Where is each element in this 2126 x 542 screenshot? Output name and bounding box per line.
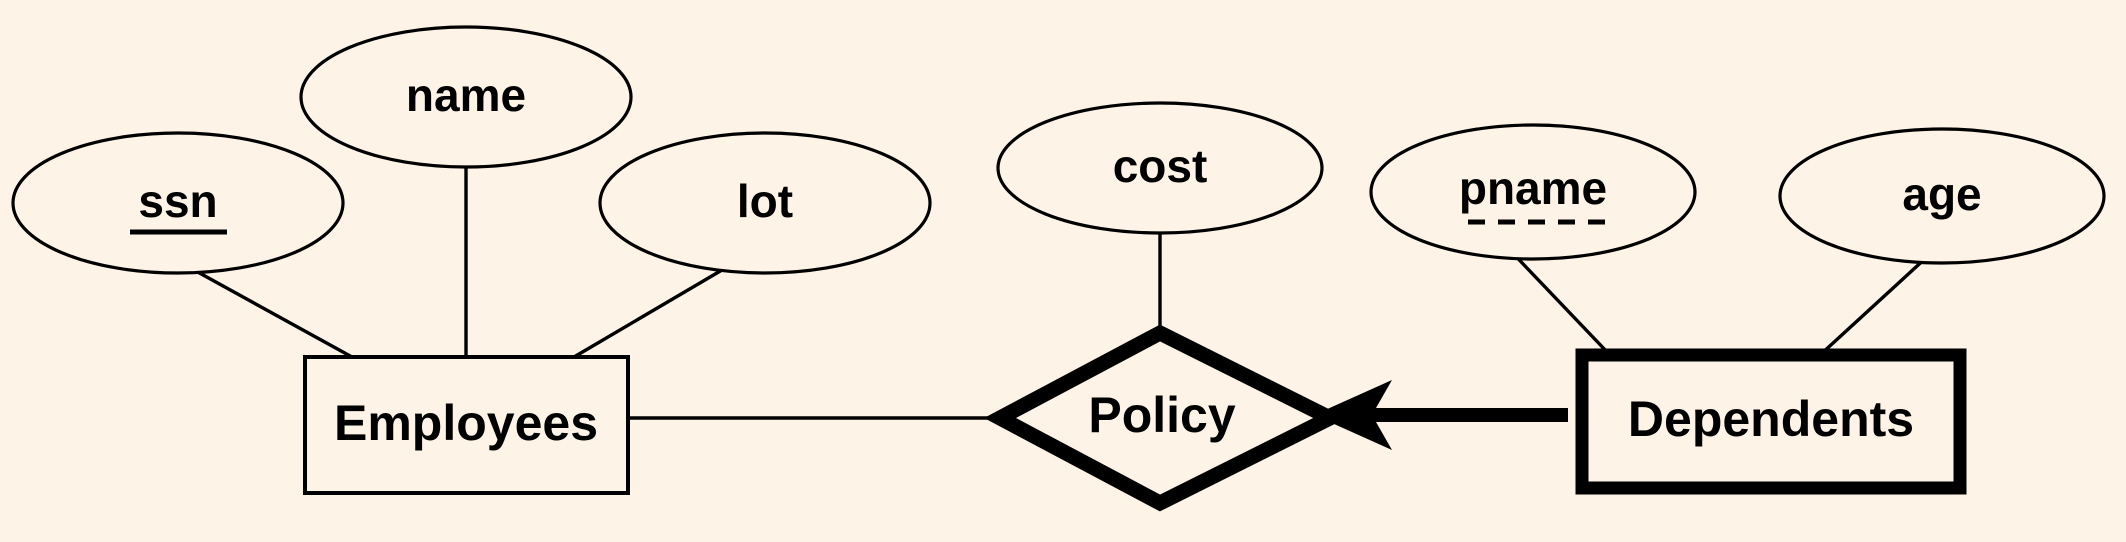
attribute-label: ssn [138,175,217,227]
attribute-age[interactable]: age [1778,127,2106,265]
relationship-policy[interactable]: Policy [984,324,1347,512]
entity-box [303,355,630,495]
relationship-diamond [984,324,1347,512]
entity-box [1575,348,1967,495]
entity-dependents[interactable]: Dependents [1575,348,1967,495]
connector-dependents-to-policy-arrow [1314,380,1568,450]
relationship-label: Policy [1088,387,1235,443]
attribute-name[interactable]: name [299,25,633,169]
connector-pname-to-dependents [1503,243,1612,357]
ellipse-shape [996,101,1324,235]
attribute-pname[interactable]: pname [1369,123,1697,261]
ellipse-shape [1369,123,1697,261]
attribute-ssn[interactable]: ssn [11,131,345,275]
entity-label: Employees [334,395,598,451]
attribute-label: pname [1459,162,1607,214]
entity-employees[interactable]: Employees [303,355,630,495]
attribute-label: cost [1113,140,1208,192]
attribute-label: lot [737,175,793,227]
attribute-label: name [406,69,526,121]
entity-label: Dependents [1628,391,1914,447]
ellipse-shape [598,131,932,275]
ellipse-shape [1778,127,2106,265]
arrowhead-icon [1314,380,1392,450]
ellipse-shape [299,25,633,169]
attribute-lot[interactable]: lot [598,131,932,275]
ellipse-shape [11,131,345,275]
attribute-cost[interactable]: cost [996,101,1324,235]
attribute-label: age [1902,168,1981,220]
